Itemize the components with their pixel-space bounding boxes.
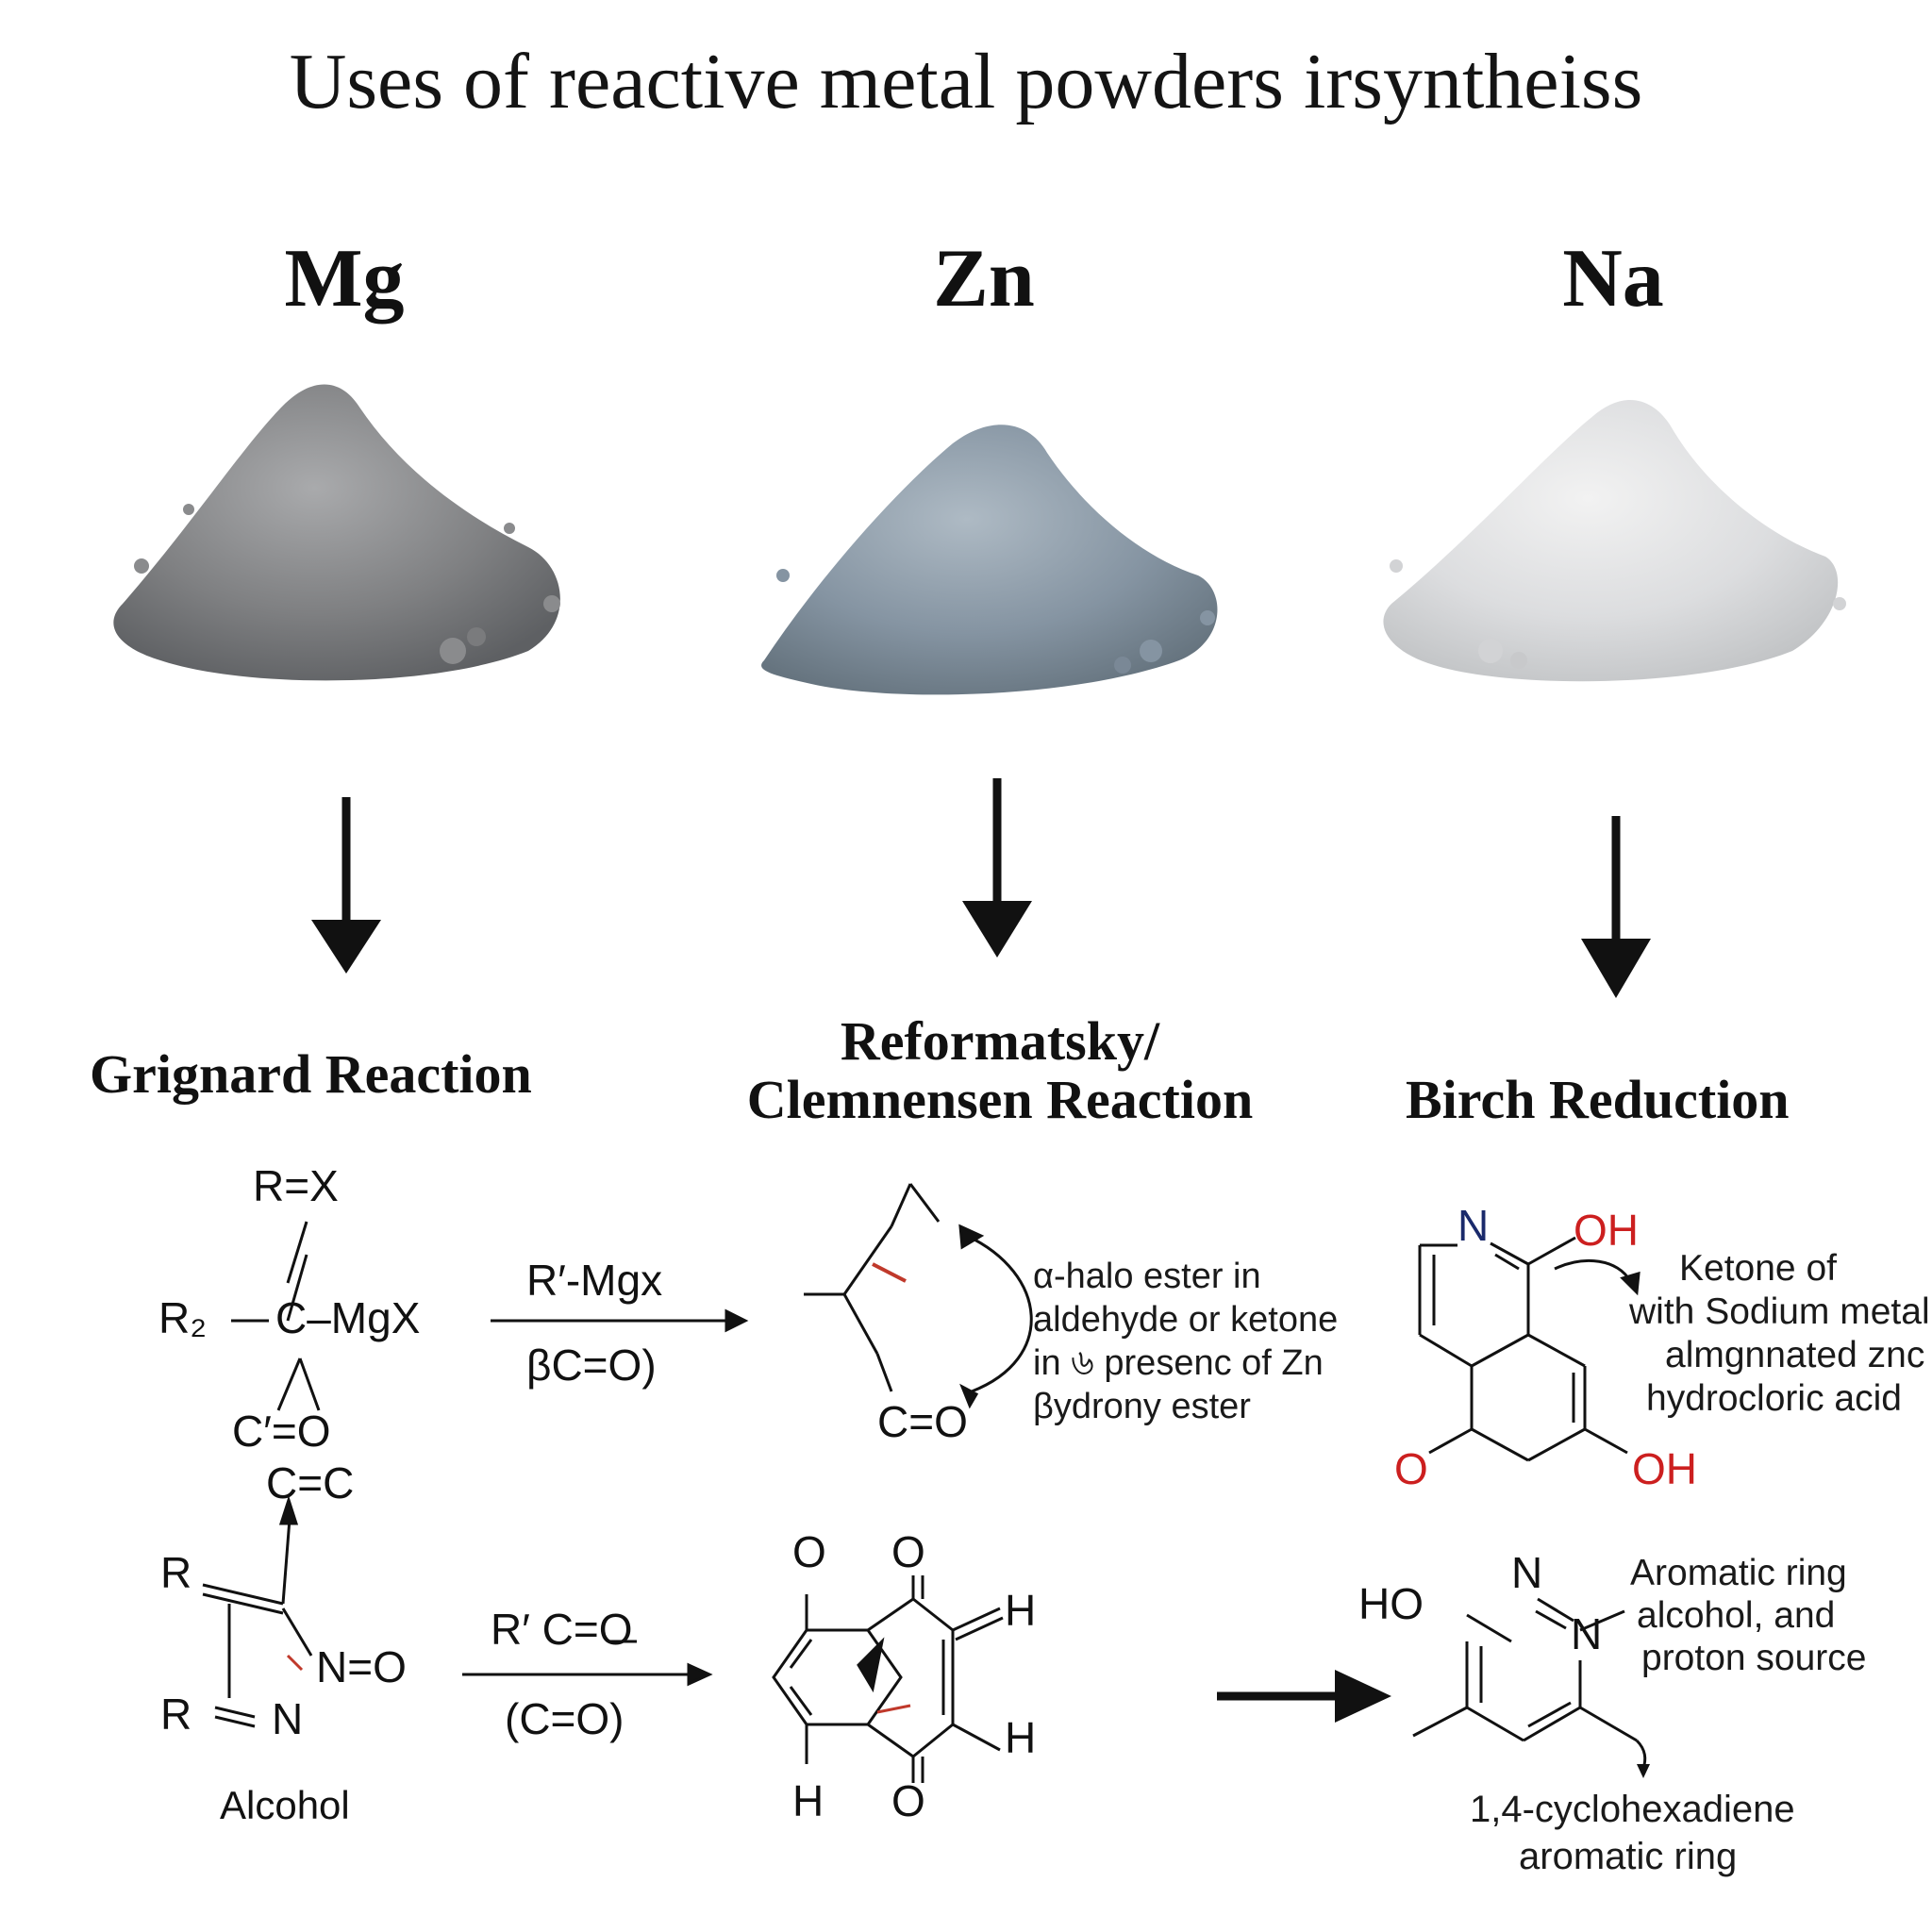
label-n: N: [272, 1694, 304, 1743]
aromatic-line2: alcohol, and: [1637, 1595, 1836, 1636]
zn-red-mark-2: [876, 1704, 911, 1714]
reaction-reformatsky-line2: Clemnensen Reaction: [746, 1069, 1254, 1130]
zn-note-line4: βydrony ester: [1033, 1387, 1251, 1426]
aromatic-line1: Aromatic ring: [1630, 1553, 1847, 1593]
label-h-bottom: H: [792, 1776, 824, 1825]
label-alcohol: Alcohol: [220, 1783, 350, 1827]
label-o-left: O: [792, 1527, 826, 1576]
na-bonds: [1217, 1236, 1650, 1778]
page-title: Uses of reactive metal powders irsynthei…: [289, 38, 1643, 125]
label-reagent2: R′ C=O: [491, 1605, 633, 1654]
label-o-bottom: O: [891, 1776, 925, 1825]
label-c-prime-o: C′=O: [232, 1407, 331, 1456]
reaction-birch: Birch Reduction: [1406, 1069, 1790, 1130]
label-condition2: (C=O): [505, 1694, 625, 1743]
product-line2: aromatic ring: [1519, 1836, 1738, 1877]
label-na-oh-top: OH: [1574, 1206, 1639, 1255]
zn-note-line3: in ৬ presenc of Zn: [1033, 1343, 1324, 1383]
label-na-oh-bottom: OH: [1632, 1444, 1697, 1493]
label-o-right: O: [891, 1527, 925, 1576]
powder-na: [1383, 399, 1846, 682]
metal-label-na: Na: [1562, 233, 1664, 325]
label-co: C=O: [877, 1397, 968, 1446]
label-rx: R=X: [253, 1161, 339, 1210]
zn-red-mark: [872, 1262, 907, 1283]
label-h-mid: H: [1005, 1713, 1037, 1762]
grignard-red-mark: [286, 1654, 304, 1672]
reaction-grignard: Grignard Reaction: [90, 1043, 532, 1105]
zn-note-line2: aldehyde or ketone: [1033, 1300, 1339, 1340]
zn-bonds: [772, 1183, 1033, 1783]
product-line1: 1,4-cyclohexadiene: [1470, 1789, 1795, 1830]
label-na-n: N: [1457, 1201, 1490, 1250]
metal-label-mg: Mg: [284, 233, 405, 325]
label-n-o: N=O: [316, 1642, 407, 1691]
label-na-o-left: O: [1394, 1444, 1428, 1493]
zn-note-line1: α-halo ester in: [1033, 1257, 1261, 1296]
label-c-c: C=C: [266, 1458, 355, 1507]
arrow-down-na: [1581, 816, 1651, 998]
na-note-line2: with Sodium metal: [1629, 1291, 1930, 1332]
grignard-bonds: [202, 1221, 749, 1728]
label-r-bottom: R: [160, 1690, 192, 1739]
powder-mg: [113, 384, 560, 681]
powder-zn: [761, 425, 1218, 695]
label-na-ho: HO: [1358, 1579, 1424, 1628]
na-note-line1: Ketone of: [1679, 1248, 1837, 1289]
label-r-top: R: [160, 1548, 192, 1597]
na-note-line4: hydrocloric acid: [1646, 1378, 1902, 1419]
arrow-down-zn: [962, 778, 1032, 958]
label-r2: R₂: [158, 1293, 208, 1342]
na-note-line3: almgnnated znc: [1665, 1335, 1925, 1375]
label-h-top: H: [1005, 1586, 1037, 1635]
metal-label-zn: Zn: [933, 233, 1035, 325]
reaction-reformatsky-line1: Reformatsky/: [840, 1010, 1160, 1072]
aromatic-line3: proton source: [1641, 1638, 1867, 1678]
label-na-n-top: N: [1511, 1548, 1543, 1597]
arrow-down-mg: [311, 797, 381, 974]
label-na-n-ring: N: [1571, 1609, 1603, 1658]
label-condition: βC=O): [526, 1341, 657, 1390]
label-c-mgx: C–MgX: [275, 1293, 421, 1342]
label-reagent: R′-Mgx: [526, 1256, 663, 1305]
